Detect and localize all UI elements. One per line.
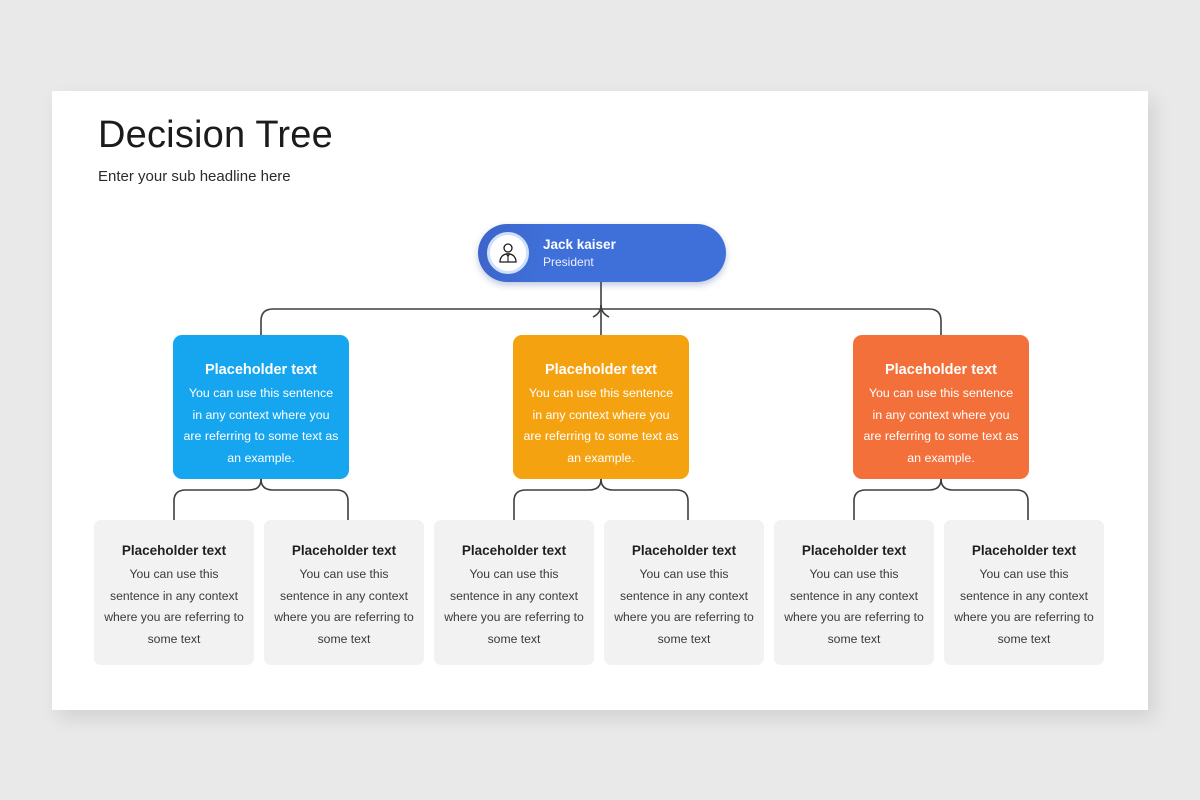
connector-branch-1 — [513, 478, 689, 520]
page-subtitle: Enter your sub headline here — [98, 168, 291, 185]
leaf-card-5[interactable]: Placeholder text You can use this senten… — [944, 520, 1104, 665]
connector-root-wing-right — [600, 304, 610, 318]
leaf-card-2[interactable]: Placeholder text You can use this senten… — [434, 520, 594, 665]
branch-card-title: Placeholder text — [544, 362, 657, 378]
leaf-card-body: You can use this sentence in any context… — [614, 567, 754, 646]
connector-branch-2 — [853, 478, 1029, 520]
leaf-card-body: You can use this sentence in any context… — [784, 567, 924, 646]
leaf-card-body: You can use this sentence in any context… — [104, 567, 244, 646]
branch-card-body: You can use this sentence in any context… — [183, 386, 339, 465]
connector-branch-0 — [173, 478, 349, 520]
leaf-card-title: Placeholder text — [291, 543, 397, 558]
root-node-president[interactable]: Jack kaiser President — [478, 224, 726, 282]
slide-canvas: Decision Tree Enter your sub headline he… — [52, 91, 1148, 710]
leaf-card-title: Placeholder text — [631, 543, 737, 558]
branch-card-title: Placeholder text — [884, 362, 997, 378]
branch-card-title: Placeholder text — [204, 362, 317, 378]
leaf-card-3[interactable]: Placeholder text You can use this senten… — [604, 520, 764, 665]
branch-card-body: You can use this sentence in any context… — [863, 386, 1019, 465]
leaf-card-0[interactable]: Placeholder text You can use this senten… — [94, 520, 254, 665]
connector-root-wing-left — [592, 304, 602, 318]
leaf-card-1[interactable]: Placeholder text You can use this senten… — [264, 520, 424, 665]
page-title: Decision Tree — [98, 114, 333, 156]
leaf-card-title: Placeholder text — [121, 543, 227, 558]
leaf-card-title: Placeholder text — [801, 543, 907, 558]
leaf-card-title: Placeholder text — [461, 543, 567, 558]
root-node-role: President — [543, 255, 594, 269]
branch-card-2[interactable]: Placeholder text You can use this senten… — [853, 335, 1029, 479]
header: Decision Tree Enter your sub headline he… — [98, 111, 333, 187]
leaf-card-4[interactable]: Placeholder text You can use this senten… — [774, 520, 934, 665]
root-node-text: Jack kaiser President — [543, 236, 616, 270]
leaf-card-body: You can use this sentence in any context… — [444, 567, 584, 646]
branch-card-body: You can use this sentence in any context… — [523, 386, 679, 465]
leaf-card-title: Placeholder text — [971, 543, 1077, 558]
leaf-card-body: You can use this sentence in any context… — [954, 567, 1094, 646]
branch-card-1[interactable]: Placeholder text You can use this senten… — [513, 335, 689, 479]
leaf-card-body: You can use this sentence in any context… — [274, 567, 414, 646]
connector-root-bus — [260, 308, 942, 335]
root-node-name: Jack kaiser — [543, 237, 616, 252]
person-avatar-icon — [487, 232, 529, 274]
branch-card-0[interactable]: Placeholder text You can use this senten… — [173, 335, 349, 479]
